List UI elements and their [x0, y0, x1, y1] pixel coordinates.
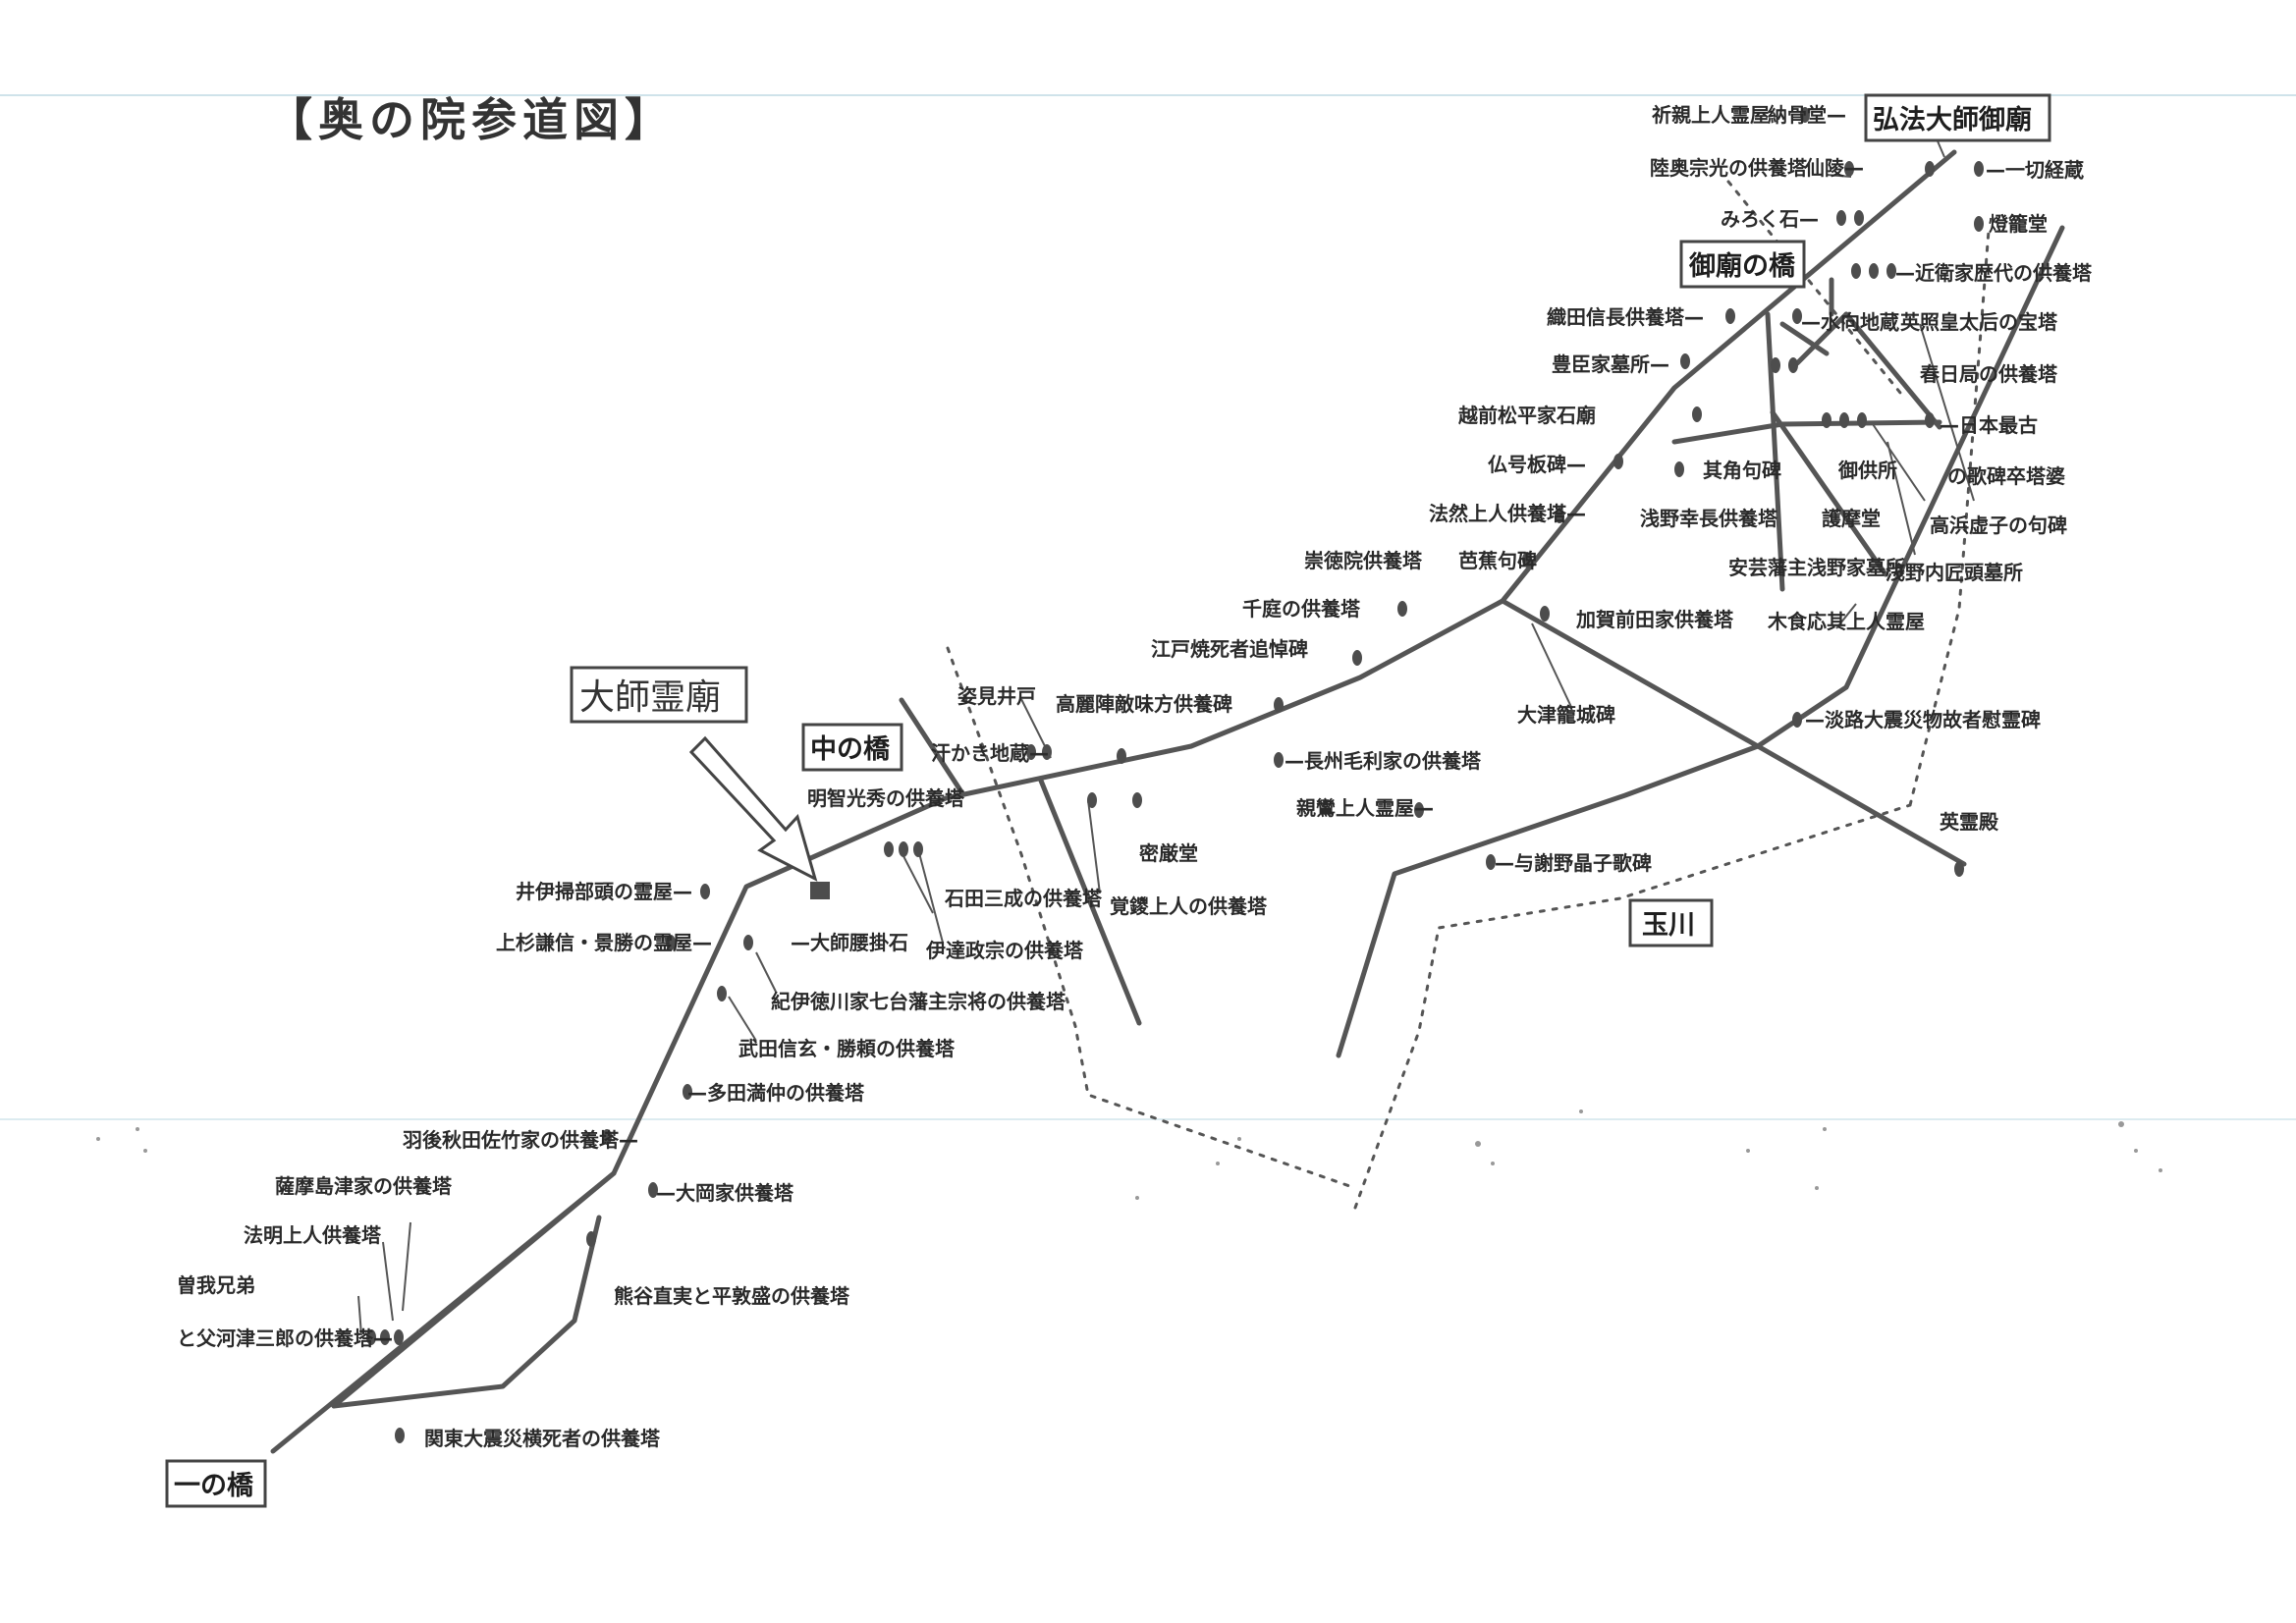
label-kawazu-saburo: と父河津三郎の供養塔—: [177, 1326, 393, 1350]
main-path: [270, 149, 1957, 1454]
label-mokujiki-ogo: 木食応其上人霊屋: [1767, 610, 1925, 633]
label-ishida-mitsunari: 石田三成の供養塔: [944, 887, 1103, 910]
scan-speckles: [96, 1109, 2162, 1200]
label-butsugo-itabi: 仏号板碑—: [1488, 453, 1586, 476]
svg-text:御廟の橋: 御廟の橋: [1688, 250, 1796, 282]
label-shinran-shonin: 親鸞上人霊屋—: [1296, 796, 1434, 820]
label-kakuban-shonin: 覚鑁上人の供養塔: [1110, 894, 1268, 918]
monument-markers: [366, 107, 1984, 1443]
gobyo-bridge-box: 御廟の橋: [1679, 240, 1806, 289]
svg-text:一の橋: 一の橋: [174, 1471, 254, 1501]
label-kikaku-kuhi: 其角句碑: [1703, 459, 1781, 482]
label-eireiden: 英霊殿: [1940, 810, 1999, 834]
svg-text:中の橋: 中の橋: [810, 734, 891, 765]
label-nokotsudo: 納骨堂—: [1768, 103, 1846, 127]
label-mizumuke-jizo: —水向地蔵: [1801, 310, 1899, 334]
label-basho-kuhi: 芭蕉句碑: [1458, 549, 1537, 572]
label-choshu-mori: —長州毛利家の供養塔: [1285, 749, 1482, 773]
label-tada-mitsunaka: —多田満仲の供養塔: [687, 1081, 865, 1105]
label-mutsu-munemitsu: 陸奥宗光の供養塔: [1650, 156, 1808, 180]
label-kishin-reiya: 祈親上人霊屋: [1652, 103, 1770, 127]
label-asekaki-jizo: 汗かき地蔵—: [931, 741, 1049, 765]
label-uesugi-kenshin: 上杉謙信・景勝の霊屋—: [496, 931, 712, 954]
label-senryo: 仙陵—: [1805, 156, 1864, 180]
monument-labels: 祈親上人霊屋 納骨堂— 陸奥宗光の供養塔 仙陵— —一切経蔵 みろく石— 燈籠堂…: [177, 103, 2093, 1450]
label-takahama-kyoshi: 高浜虚子の句碑: [1930, 514, 2067, 537]
label-kanto-shinsai: 関東大震災横死者の供養塔: [424, 1427, 661, 1450]
label-kahi-sotoba: の歌碑卒塔婆: [1947, 464, 2065, 488]
label-kaga-maeda: 加賀前田家供養塔: [1575, 608, 1734, 631]
label-toyotomi-family: 豊臣家墓所—: [1552, 352, 1669, 376]
label-nihon-saiko: —日本最古: [1940, 413, 2038, 437]
label-gomado: 護摩堂: [1822, 507, 1881, 530]
label-yosano-akiko: —与謝野晶子歌碑: [1495, 851, 1652, 875]
label-satake-family: 羽後秋田佐竹家の供養塔—: [403, 1128, 638, 1152]
arrow-to-reibyo: [688, 735, 818, 882]
dashed-lines: [946, 180, 1991, 1210]
daishi-reibyo-box: 大師霊廟: [570, 666, 818, 882]
label-soga-brothers: 曽我兄弟: [177, 1273, 255, 1297]
tamagawa-box: 玉川: [1628, 898, 1714, 947]
label-torodo: 燈籠堂: [1989, 212, 2048, 236]
label-sentei: 千庭の供養塔: [1242, 597, 1361, 621]
label-ooka-family: —大岡家供養塔: [656, 1181, 794, 1205]
label-sugatami-ido: 姿見井戸: [957, 684, 1036, 708]
page-title: 【奥の院参道図】: [267, 93, 676, 146]
label-daishi-koshikakeishi: —大師腰掛石: [791, 931, 908, 954]
label-ii-kamonnokami: 井伊掃部頭の霊屋—: [516, 880, 692, 903]
label-oda-nobunaga: 織田信長供養塔—: [1547, 305, 1704, 329]
label-date-masamune: 伊達政宗の供養塔: [925, 939, 1084, 962]
label-asano-takuminokami: 浅野内匠頭墓所: [1886, 561, 2023, 584]
label-otsu-rojo: 大津籠城碑: [1517, 703, 1615, 727]
label-akechi-mitsuhide: 明智光秀の供養塔: [807, 786, 965, 810]
kobo-daishi-gobyo-box: 弘法大師御廟: [1864, 93, 2051, 142]
label-takeda-shingen: 武田信玄・勝頼の供養塔: [738, 1037, 956, 1060]
svg-text:大師霊廟: 大師霊廟: [579, 677, 721, 718]
label-miroku-ishi: みろく石—: [1721, 207, 1819, 231]
label-kumagai-taira: 熊谷直実と平敦盛の供養塔: [614, 1284, 850, 1308]
ichi-bridge-box: 一の橋: [165, 1459, 267, 1508]
label-eisho-kotaigo: 英照皇太后の宝塔: [1900, 310, 2058, 334]
label-asano-yoshinaga: 浅野幸長供養塔: [1640, 507, 1778, 530]
label-gokusho: 御供所: [1837, 459, 1897, 482]
label-konoe-family: —近衛家歴代の供養塔: [1895, 261, 2093, 285]
label-korai-jin: 高麗陣敵味方供養碑: [1056, 692, 1232, 716]
naka-bridge-box: 中の橋: [801, 723, 903, 772]
label-honen-shonin: 法然上人供養塔—: [1429, 502, 1586, 525]
label-kii-tokugawa: 紀伊徳川家七台藩主宗将の供養塔: [771, 990, 1066, 1013]
label-issaikyozo: —一切経蔵: [1986, 158, 2084, 182]
branch-paths: [899, 225, 2065, 1058]
label-aki-asano-family: 安芸藩主浅野家墓所: [1728, 556, 1905, 579]
label-shimazu-family: 薩摩島津家の供養塔: [275, 1174, 453, 1198]
label-echizen-matsudaira: 越前松平家石廟: [1457, 404, 1596, 427]
label-sutoku-in: 崇徳院供養塔: [1304, 549, 1423, 572]
label-homyo-shonin: 法明上人供養塔: [244, 1223, 382, 1247]
svg-text:弘法大師御廟: 弘法大師御廟: [1873, 104, 2032, 135]
label-mitsugondo: 密厳堂: [1139, 841, 1198, 865]
svg-text:玉川: 玉川: [1642, 910, 1695, 941]
label-kasuga-no-tsubone: 春日局の供養塔: [1919, 362, 2058, 386]
label-awaji-shinsai: —淡路大震災物故者慰霊碑: [1805, 708, 2041, 731]
label-edo-shoshisha: 江戸焼死者追悼碑: [1151, 637, 1308, 661]
